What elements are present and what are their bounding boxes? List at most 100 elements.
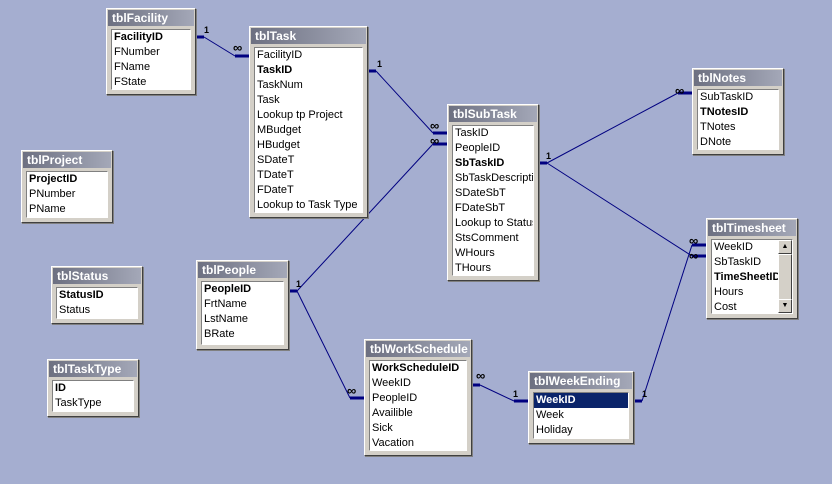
rel-facility-task[interactable] xyxy=(203,36,236,57)
field-item[interactable]: TNotes xyxy=(700,121,736,133)
field-item[interactable]: SubTaskID xyxy=(700,91,754,103)
field-item[interactable]: TNotesID xyxy=(700,106,749,118)
field-item[interactable]: TaskID xyxy=(257,64,293,76)
rel-workschedule-weekending[interactable] xyxy=(479,384,515,402)
scrollbar-thumb[interactable] xyxy=(778,254,792,300)
table-title[interactable]: tblTask xyxy=(251,28,366,44)
field-item[interactable]: TDateT xyxy=(257,169,294,181)
field-item[interactable]: PNumber xyxy=(29,188,76,200)
field-item[interactable]: Task xyxy=(257,94,280,106)
field-item[interactable]: PeopleID xyxy=(204,283,252,295)
field-item[interactable]: TimeSheetID xyxy=(714,271,778,283)
table-title[interactable]: tblProject xyxy=(23,152,111,168)
table-title[interactable]: tblWeekEnding xyxy=(530,373,632,389)
table-title[interactable]: tblStatus xyxy=(53,268,141,284)
field-item[interactable]: PName xyxy=(29,203,66,215)
table-title[interactable]: tblNotes xyxy=(694,70,782,86)
field-item[interactable]: SDateSbT xyxy=(455,187,506,199)
field-item[interactable]: FacilityID xyxy=(114,31,163,43)
field-item[interactable]: FrtName xyxy=(204,298,247,310)
field-item[interactable]: THours xyxy=(455,262,492,274)
field-item[interactable]: SbTaskID xyxy=(714,256,762,268)
field-item[interactable]: Availible xyxy=(372,407,413,419)
field-item[interactable]: FDateT xyxy=(257,184,294,196)
field-item[interactable]: TaskID xyxy=(455,127,489,139)
field-item[interactable]: Sick xyxy=(372,422,393,434)
table-title[interactable]: tblWorkSchedule xyxy=(366,341,470,357)
field-item[interactable]: Cost xyxy=(714,301,737,313)
field-item[interactable]: StatusID xyxy=(59,289,104,301)
field-item[interactable]: WHours xyxy=(455,247,495,259)
rel-subtask-notes[interactable] xyxy=(546,92,679,164)
field-item[interactable]: FState xyxy=(114,76,147,88)
field-item[interactable]: FDateSbT xyxy=(455,202,506,214)
rel-weekending-timesheet[interactable] xyxy=(641,244,693,402)
field-item[interactable]: DNote xyxy=(700,136,732,148)
field-item[interactable]: WeekID xyxy=(372,377,411,389)
field-item[interactable]: LstName xyxy=(204,313,249,325)
field-item[interactable]: HBudget xyxy=(257,139,300,151)
field-item[interactable]: FName xyxy=(114,61,151,73)
field-list[interactable]: StatusID Status xyxy=(56,287,138,319)
field-item[interactable]: ID xyxy=(55,382,66,394)
field-item[interactable]: TaskNum xyxy=(257,79,303,91)
rel-task-subtask[interactable] xyxy=(375,70,434,134)
field-item[interactable]: SbTaskID xyxy=(455,157,505,169)
field-item[interactable]: Hours xyxy=(714,286,744,298)
field-item[interactable]: ProjectID xyxy=(29,173,78,185)
field-list[interactable]: TaskID PeopleID SbTaskID SbTaskDescriptionS… xyxy=(452,125,534,276)
field-item[interactable]: PeopleID xyxy=(455,142,501,154)
rel-subtask-timesheet[interactable] xyxy=(546,162,693,257)
table-title[interactable]: tblFacility xyxy=(108,10,194,26)
field-item[interactable]: MBudget xyxy=(257,124,302,136)
table-title[interactable]: tblTaskType xyxy=(49,361,137,377)
field-item[interactable]: Holiday xyxy=(536,424,573,436)
field-item[interactable]: Lookup tp Project xyxy=(257,109,343,121)
scroll-down-arrow-icon[interactable]: ▼ xyxy=(778,299,792,313)
field-item[interactable]: PeopleID xyxy=(372,392,418,404)
field-item[interactable]: Status xyxy=(59,304,91,316)
field-item[interactable]: SDateT xyxy=(257,154,295,166)
field-item[interactable]: TaskType xyxy=(55,397,102,409)
rel-subtask-timesheet-many-label: ∞ xyxy=(689,248,698,263)
field-item[interactable]: Lookup to Status xyxy=(455,217,533,229)
field-item[interactable]: WeekID xyxy=(534,393,628,408)
field-item[interactable]: FacilityID xyxy=(257,49,303,61)
vertical-scrollbar[interactable]: ▲▼ xyxy=(778,240,792,313)
table-title[interactable]: tblPeople xyxy=(198,262,287,278)
field-item[interactable]: BRate xyxy=(204,328,235,340)
scroll-up-arrow-icon[interactable]: ▲ xyxy=(778,240,792,254)
field-item[interactable]: Vacation xyxy=(372,437,414,449)
field-item[interactable]: WorkScheduleID xyxy=(372,362,460,374)
rel-workschedule-weekending-one-label: 1 xyxy=(513,389,518,399)
table-title[interactable]: tblSubTask xyxy=(449,106,537,122)
field-item[interactable]: FNumber xyxy=(114,46,160,58)
rel-people-workschedule[interactable] xyxy=(296,290,351,399)
field-item[interactable]: WeekID xyxy=(714,241,753,253)
table-title[interactable]: tblTimesheet xyxy=(708,220,796,236)
field-item[interactable]: SbTaskDescription xyxy=(455,172,533,184)
field-item[interactable]: StsComment xyxy=(455,232,519,244)
field-item[interactable]: Week xyxy=(536,409,564,421)
field-list[interactable]: ID TaskType xyxy=(52,380,134,412)
field-item[interactable]: Lookup to Task Type xyxy=(257,199,358,211)
